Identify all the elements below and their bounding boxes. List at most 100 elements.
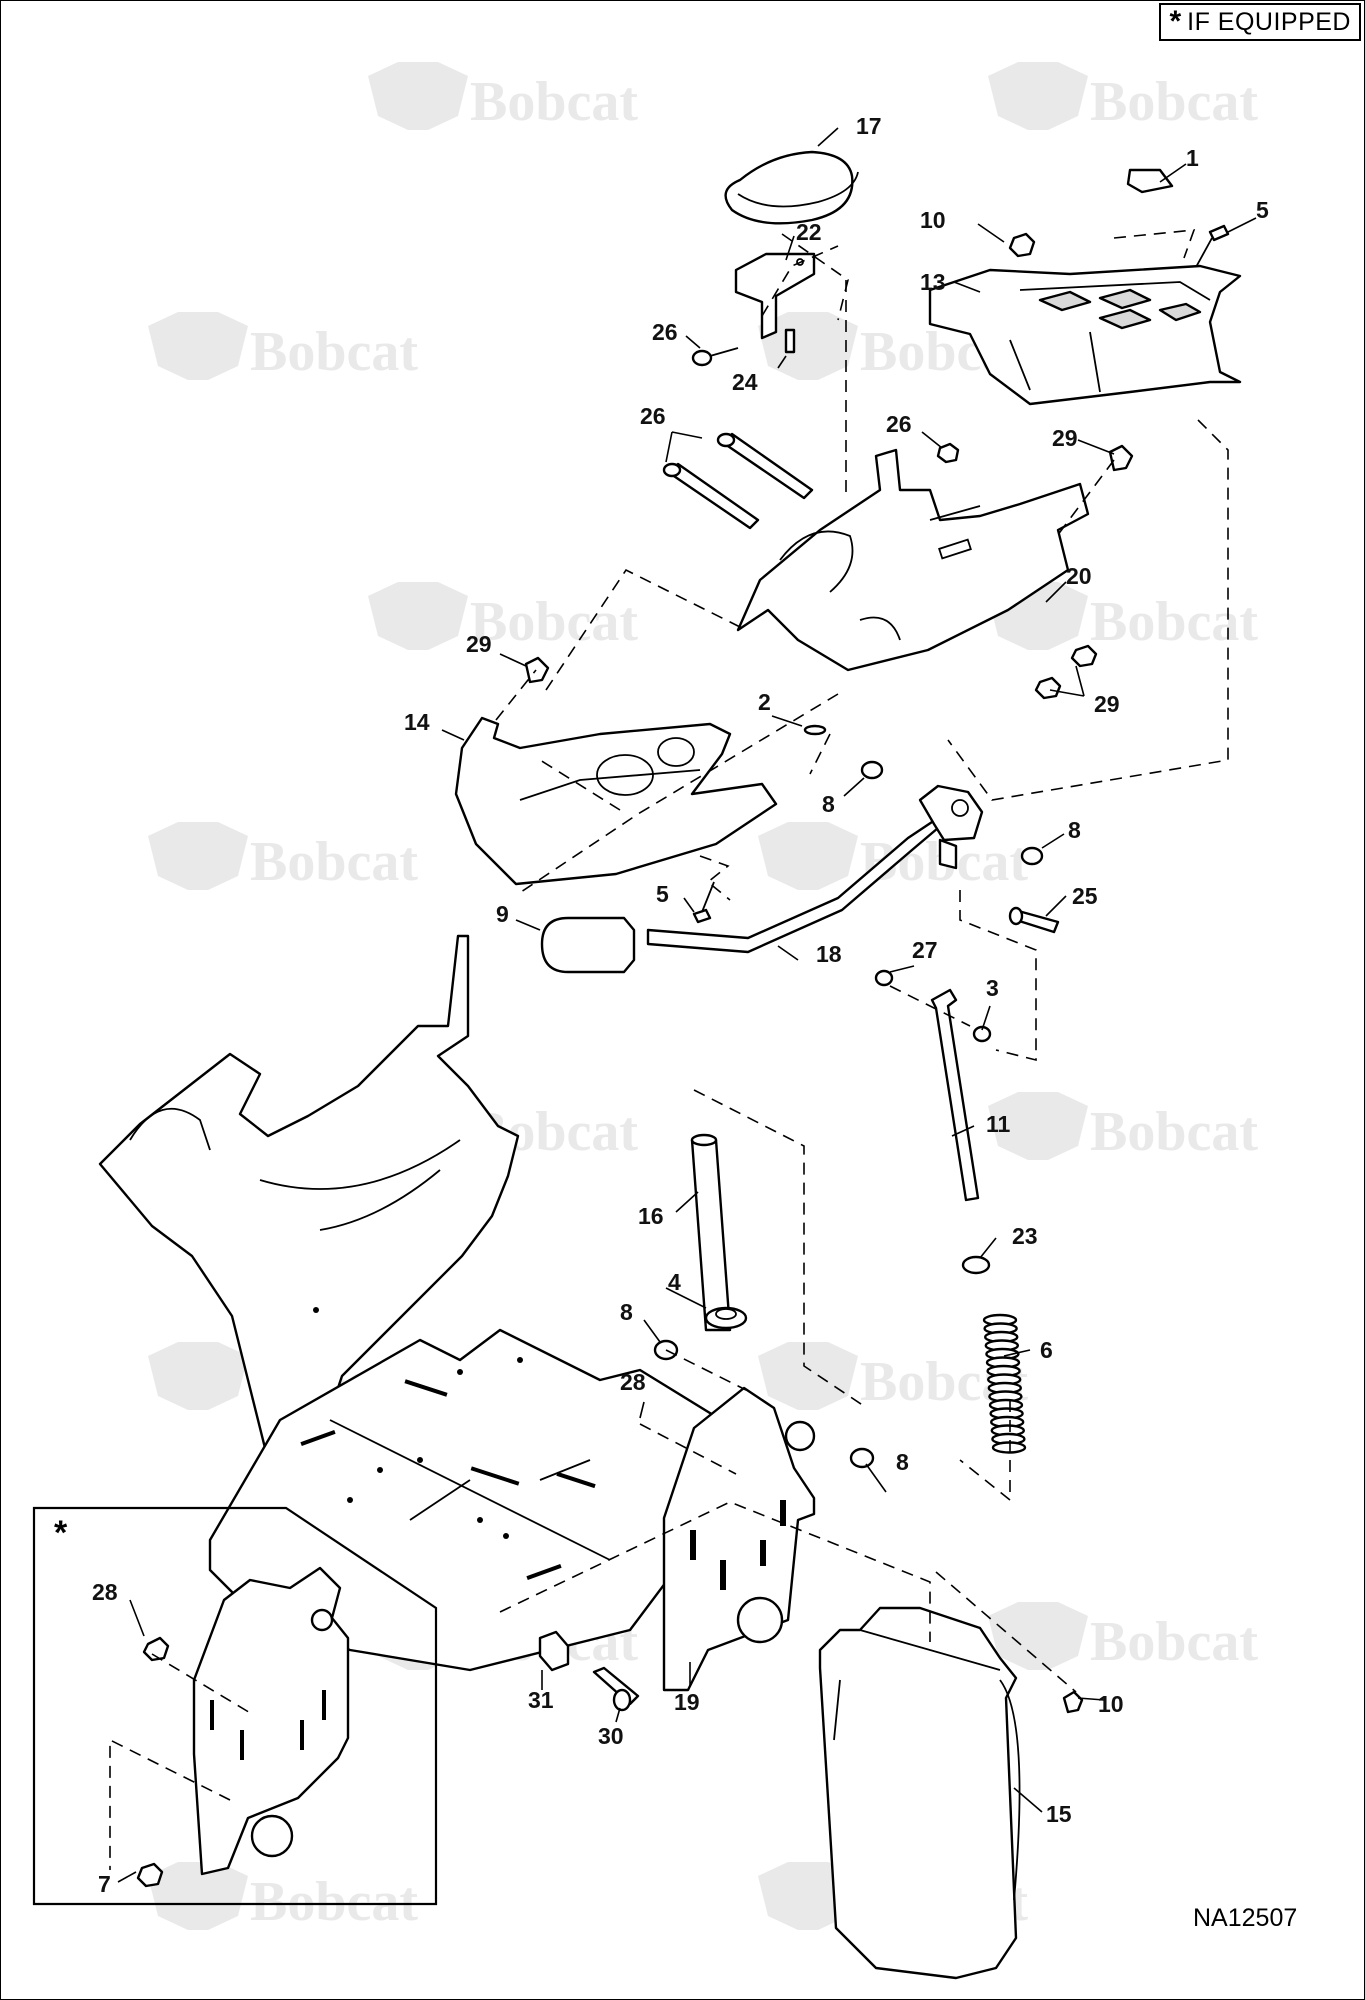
bobcat-watermark: Bobcat <box>988 62 1258 133</box>
callout-2: 2 <box>758 689 771 715</box>
knob-part-9 <box>540 916 636 974</box>
clip-part-29-left <box>524 656 550 684</box>
assembly-dashed-lines <box>109 229 1229 1870</box>
callout-6: 6 <box>1040 1337 1053 1363</box>
spring-coil <box>991 1441 1027 1454</box>
washer-part-26-mid <box>874 969 894 987</box>
callout-13: 14 <box>404 709 430 735</box>
callout-28: 28 <box>92 1579 118 1605</box>
callout-19: 19 <box>674 1689 700 1715</box>
clip-part-1 <box>1126 168 1174 194</box>
bolt-part-23 <box>1008 906 1060 934</box>
callout-8-a: 8 <box>822 791 835 817</box>
washer-part-21 <box>961 1255 991 1275</box>
callout-12: 13 <box>920 269 946 295</box>
if-equipped-legend: * IF EQUIPPED <box>1159 3 1361 41</box>
callout-25: 26 <box>640 403 666 429</box>
callout-20: 22 <box>796 219 822 245</box>
watermark-text: Bobcat <box>250 321 418 383</box>
figure-id: NA12507 <box>1193 1904 1298 1932</box>
bobcat-watermark: Bobcat <box>148 822 418 893</box>
callout-27: 29 <box>1094 691 1120 717</box>
callout-5-left: 5 <box>656 881 669 907</box>
callout-8-b: 8 <box>1068 817 1081 843</box>
armrest-pad-part <box>724 150 859 225</box>
callout-4: 4 <box>668 1269 681 1295</box>
callout-10-lower: 10 <box>1098 1691 1124 1717</box>
callout-16: 16 <box>638 1203 664 1229</box>
watermark-text: Bobcat <box>250 831 418 893</box>
callout-8-c: 8 <box>620 1299 633 1325</box>
watermark-text: Bobcat <box>250 1871 418 1933</box>
callout-17: 18 <box>816 941 842 967</box>
bushing-part-8-a <box>860 760 884 780</box>
bolt-part-24 <box>691 347 739 367</box>
callout-29-left: 29 <box>466 631 492 657</box>
callout-11: 11 <box>986 1111 1011 1137</box>
callout-18: 20 <box>1066 563 1092 589</box>
bobcat-watermark: Bobcat <box>988 1092 1258 1163</box>
pivot-bracket-part-19 <box>662 1386 816 1692</box>
callout-3: 3 <box>986 975 999 1001</box>
callout-leaders <box>117 127 1257 1883</box>
callout-7: 7 <box>98 1871 111 1897</box>
bobcat-watermark: Bobcat <box>368 582 638 653</box>
bobcat-watermark: Bobcat <box>368 62 638 133</box>
nut-part-10-top <box>1008 232 1036 258</box>
callout-14: 15 <box>1046 1801 1072 1827</box>
watermark-text: Bobcat <box>1090 591 1258 653</box>
callout-29-right: 29 <box>1052 425 1078 451</box>
main-frame-assembly <box>98 934 772 1672</box>
grommet-part-4 <box>704 1306 748 1330</box>
control-lever-part-17 <box>646 784 984 954</box>
nut-part-26-top <box>936 442 960 464</box>
bushing-part-8-b <box>1020 846 1044 866</box>
callout-15: 17 <box>856 113 882 139</box>
screw-part-5-left <box>692 881 715 924</box>
screw-part-3 <box>972 1025 992 1043</box>
upper-cover-part-12 <box>928 264 1242 406</box>
bushing-part-31 <box>538 1630 570 1672</box>
callout-26-lower: 28 <box>620 1369 646 1395</box>
callout-30: 30 <box>598 1723 624 1749</box>
asterisk-icon: * <box>1169 5 1182 38</box>
callout-5-top: 5 <box>1256 197 1269 223</box>
long-bolts-part-25 <box>662 432 814 530</box>
console-bracket-part-18 <box>736 448 1090 672</box>
box-cover-part-14 <box>818 1606 1021 1980</box>
watermark-text: Bobcat <box>1090 1611 1258 1673</box>
callout-8-d: 8 <box>896 1449 909 1475</box>
callout-22: 24 <box>732 369 758 395</box>
callout-1: 1 <box>1186 145 1199 171</box>
callout-24: 26 <box>652 319 678 345</box>
watermark-text: Bobcat <box>1090 1101 1258 1163</box>
optional-inset <box>32 1506 438 1906</box>
spring-part-6 <box>982 1313 1027 1454</box>
watermark-text: Bobcat <box>470 71 638 133</box>
callout-23: 25 <box>1072 883 1098 909</box>
nuts-part-27 <box>1034 644 1098 700</box>
callout-26-top: 26 <box>886 411 912 437</box>
watermark-text: Bobcat <box>470 591 638 653</box>
inset-asterisk-icon: * <box>54 1514 68 1552</box>
bushing-part-8-d <box>849 1447 875 1469</box>
callout-numbers: 17 1 10 5 22 13 26 24 26 26 29 20 29 29 … <box>92 113 1269 1897</box>
callout-31: 31 <box>528 1687 554 1713</box>
tube-part-16 <box>690 1133 732 1332</box>
callout-21: 23 <box>1012 1223 1038 1249</box>
callout-26-mid: 27 <box>912 937 938 963</box>
bobcat-watermark: Bobcat <box>148 312 418 383</box>
callout-10-top: 10 <box>920 207 946 233</box>
bobcat-watermark: Bobcat <box>148 1862 418 1933</box>
bolt-part-30 <box>592 1666 640 1712</box>
screw-part-10-lower <box>1062 1690 1084 1714</box>
clip-part-29-right <box>1108 444 1134 472</box>
callout-9: 9 <box>496 901 509 927</box>
watermark-text: Bobcat <box>1090 71 1258 133</box>
ring-part-2 <box>803 724 827 736</box>
bobcat-watermark: Bobcat <box>988 1602 1258 1673</box>
if-equipped-label: IF EQUIPPED <box>1187 7 1351 36</box>
bolt-part-22 <box>784 328 796 354</box>
